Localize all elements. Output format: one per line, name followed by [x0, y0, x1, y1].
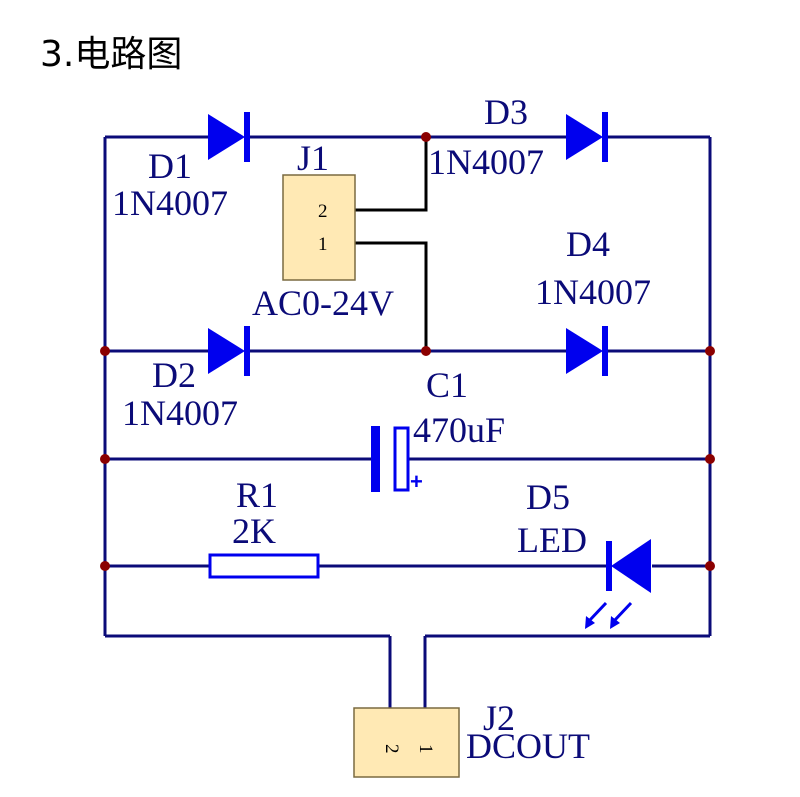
d1-value: 1N4007: [112, 183, 228, 223]
wires: [103, 135, 712, 708]
d4-ref: D4: [566, 224, 610, 264]
junctions: [100, 132, 715, 571]
junction-dot: [705, 561, 715, 571]
j2-ref: J2: [483, 698, 515, 738]
d1-ref: D1: [148, 146, 192, 186]
c1-ref: C1: [426, 365, 468, 405]
connector-j1: 2 1 J1 AC0-24V: [252, 138, 394, 323]
junction-dot: [421, 132, 431, 142]
j2-value: DCOUT: [466, 726, 590, 766]
junction-dot: [705, 346, 715, 356]
capacitor-c1: + C1 470uF: [371, 365, 505, 494]
diode-d1: D1 1N4007: [112, 112, 250, 223]
d5-ref: D5: [526, 477, 570, 517]
diode-d3: D3 1N4007: [428, 92, 608, 182]
d4-value: 1N4007: [535, 272, 651, 312]
r1-ref: R1: [236, 475, 278, 515]
junction-dot: [100, 454, 110, 464]
j1-value: AC0-24V: [252, 283, 394, 323]
j2-pin-2: 2: [381, 744, 402, 754]
c1-polarity: +: [410, 469, 423, 494]
j1-ref: J1: [297, 138, 329, 178]
resistor-r1: R1 2K: [208, 475, 320, 579]
junction-dot: [421, 346, 431, 356]
j1-wiring: [355, 137, 428, 351]
led-d5: D5 LED: [517, 477, 651, 629]
junction-dot: [100, 346, 110, 356]
r1-value: 2K: [232, 511, 276, 551]
junction-dot: [100, 561, 110, 571]
diagram-title: 3.电路图: [40, 34, 182, 75]
d5-value: LED: [517, 520, 587, 560]
j1-pin-2: 2: [318, 201, 328, 222]
connector-j2: 2 1 J2 DCOUT: [353, 698, 590, 778]
diode-d4: D4 1N4007: [535, 224, 651, 376]
light-arrows-icon: [585, 601, 633, 629]
d2-ref: D2: [152, 355, 196, 395]
d3-value: 1N4007: [428, 142, 544, 182]
c1-value: 470uF: [413, 410, 505, 450]
junction-dot: [705, 454, 715, 464]
j2-pin-1: 1: [415, 744, 436, 754]
diode-d2: D2 1N4007: [122, 326, 250, 433]
d2-value: 1N4007: [122, 393, 238, 433]
j1-pin-1: 1: [318, 234, 328, 255]
d3-ref: D3: [484, 92, 528, 132]
